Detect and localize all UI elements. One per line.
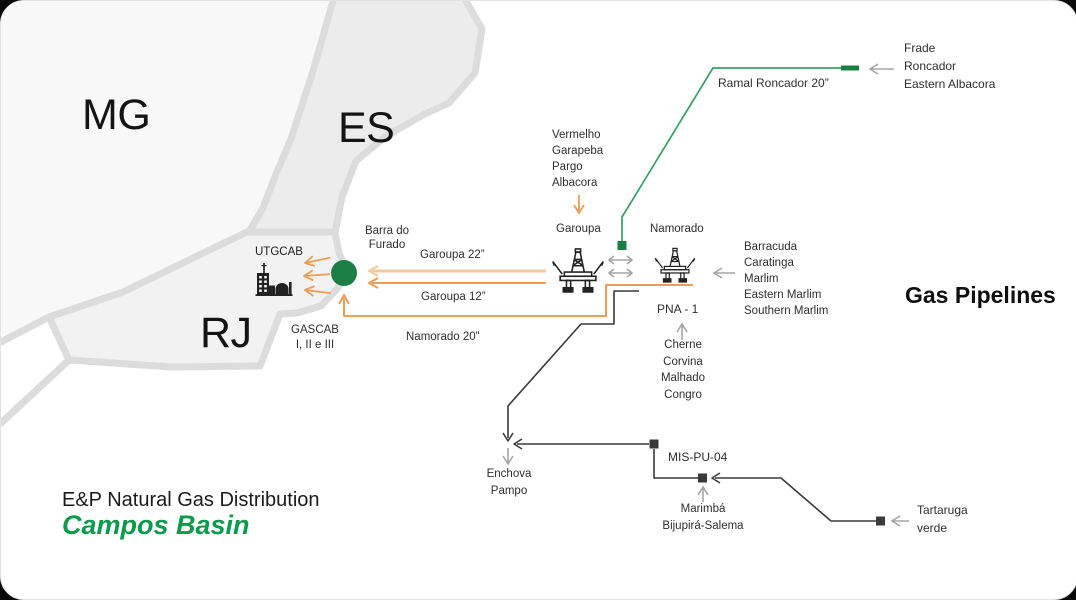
map-border-mg-rj [1,228,251,427]
map-border-mg-es [246,1,337,234]
map-border-coastline [1,1,486,427]
diagram-title: E&P Natural Gas Distribution [62,489,320,511]
pipeline-label-namorado20: Namorado 20” [406,331,480,343]
field-label: Garapeba [552,145,604,157]
map-region-mg [1,1,333,342]
field-label: Marimbá [680,503,726,515]
gascab-label: GASCAB I, II e III [291,324,339,351]
mispu04-label: MIS-PU-04 [668,450,728,464]
arrow-left-icon [303,269,330,282]
barra-do-furado-hub [331,260,357,286]
orange-pipelines [303,255,693,317]
tartaruga-inflow-arrow-icon [890,515,909,527]
field-label: Cherne [664,339,702,351]
map-region-es [247,1,482,232]
platform-icon-garoupa [552,248,604,293]
mis-inflow-arrow-icon [697,485,709,502]
field-label: Eastern Marlim [744,289,822,301]
mis-source-fields: Marimbá Bijupirá-Salema [647,501,759,535]
field-label: verde [917,520,948,535]
pipeline-ramal-roncador [617,65,859,250]
field-label: Malhado [660,372,706,384]
pna-source-fields: Cherne Corvina Malhado Congro [643,337,723,403]
namorado-source-fields: Barracuda Caratinga Marlim Eastern Marli… [744,239,828,319]
junction-square-tartaruga [876,516,885,526]
field-label: Caratinga [744,257,794,269]
factory-icon-utgcab [255,263,293,296]
garoupa-platform-label: Garoupa [556,223,601,235]
barra-do-furado-label: Barra do Furado [364,225,410,251]
enchova-outflow-arrow-icon [502,448,514,466]
pipeline-mis-link [653,449,698,479]
gray-arrows [502,63,909,527]
pna-inflow-arrow-icon [676,322,688,340]
enchova-pampo-label: Enchova Pampo [478,466,540,499]
platform-icon-namorado [654,247,696,283]
pipeline-tartaruga-to-mis [715,477,876,522]
black-pipelines [502,290,885,526]
legend-title: Gas Pipelines [905,282,1056,308]
field-label: Barracuda [744,241,798,253]
pipeline-label-garoupa22: Garoupa 22” [420,249,485,261]
garoupa-namorado-exchange-arrows-icon [607,255,634,278]
arrowhead-left-icon [711,472,721,484]
arrowhead-left-icon [368,277,379,289]
field-label: Pargo [552,161,583,173]
namorado-platform-label: Namorado [650,223,704,235]
field-label: Albacora [552,177,598,189]
field-label: Congro [664,388,702,401]
state-label-rj: RJ [200,309,252,357]
arrow-left-icon [304,285,331,297]
pna1-label: PNA - 1 [657,302,699,316]
junction-square-enchova [649,439,659,449]
field-label: Pampo [490,484,528,497]
field-label: Tartaruga [917,503,968,517]
map [1,1,486,427]
frade-inflow-arrow-icon [868,63,894,75]
pipeline-pna-to-enchova [507,290,639,438]
arrow-left-icon [304,255,331,267]
field-label: Frade [904,41,936,55]
field-label: Southern Marlim [744,305,829,317]
garoupa-source-fields: Vermelho Garapeba Pargo Albacora [552,127,603,191]
utgcab-feed-arrows [303,255,331,297]
field-label: Roncador [904,59,957,73]
junction-square-mispu04 [698,473,707,483]
tartaruga-verde-label: Tartaruga verde [917,502,968,537]
ramal-source-fields: Frade Roncador Eastern Albacora [904,39,995,93]
arrowhead-left-icon [368,265,379,277]
field-label: Marlim [744,273,779,285]
pipeline-namorado-20 [338,284,693,317]
state-label-mg: MG [82,91,151,139]
field-label: Vermelho [552,129,601,141]
utgcab-label: UTGCAB [255,246,303,258]
namorado-inflow-arrow-icon [712,267,735,279]
field-label: Corvina [663,355,703,368]
junction-square-green [617,241,627,250]
arrowhead-down-icon [502,432,514,442]
pipeline-garoupa-22 [368,265,546,277]
pipeline-label-ramal-roncador: Ramal Roncador 20” [718,76,829,90]
field-label: Eastern Albacora [904,77,996,91]
field-label: Enchova [486,468,532,480]
diagram-subtitle: Campos Basin [62,510,250,540]
field-label: Bijupirá-Salema [662,520,744,532]
pipeline-label-garoupa12: Garoupa 12” [421,291,486,303]
arrowhead-up-icon [338,294,350,305]
state-label-es: ES [338,104,395,152]
arrowhead-left-icon [513,438,523,450]
pipeline-garoupa-12 [368,277,546,289]
